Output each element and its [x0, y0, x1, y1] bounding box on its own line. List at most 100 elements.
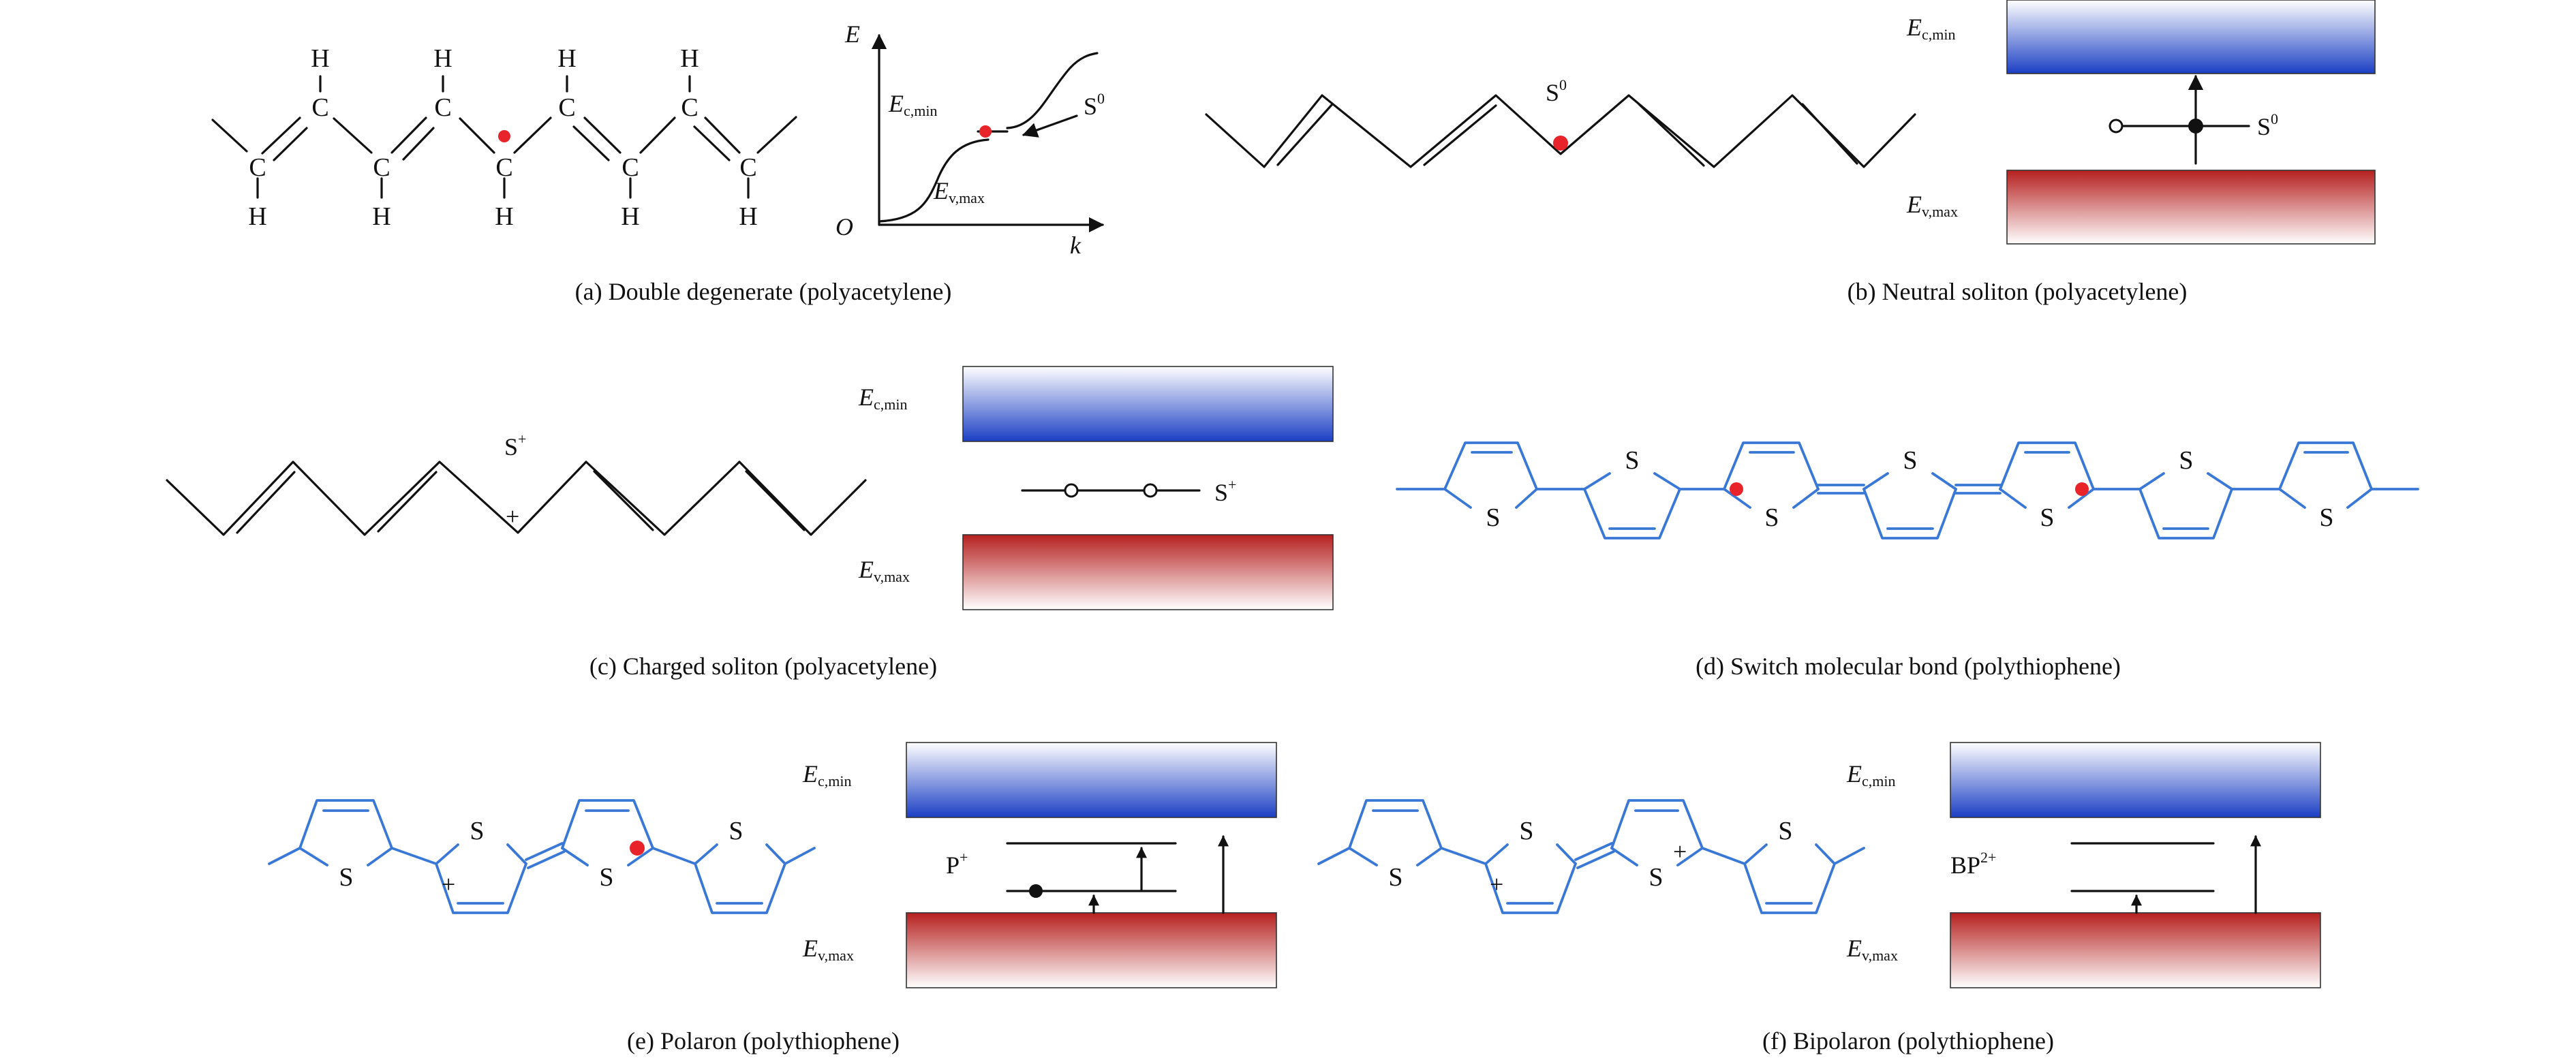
ev-label: Ev,max	[933, 177, 985, 206]
valence-band	[906, 912, 1277, 988]
conduction-band	[1950, 742, 2321, 818]
empty-state	[1064, 483, 1079, 498]
caption-a: (a) Double degenerate (polyacetylene)	[575, 278, 952, 305]
ev-label: Ev,max	[858, 556, 910, 585]
carbon-atom: C	[558, 93, 575, 122]
origin-label: O	[835, 213, 853, 240]
polythiophene-bipolaron-f: S S + S + S	[1317, 799, 1865, 914]
positive-charge-mark: +	[1673, 838, 1687, 865]
carbon-atom: C	[311, 93, 328, 122]
polythiophene-chain-d: S S S S	[1396, 441, 2419, 540]
sulfur-atom: S	[1625, 446, 1639, 475]
caption-b: (b) Neutral soliton (polyacetylene)	[1847, 278, 2188, 305]
sulfur-atom: S	[2040, 503, 2054, 532]
band-dispersion-plot: E k O Ec,min Ev,max S0	[835, 20, 1105, 259]
polyacetylene-structure-a: C C C C C C C C C H H H H H H H H H	[211, 44, 797, 231]
radical-dot	[2075, 482, 2089, 496]
polaron-label: P+	[946, 849, 968, 879]
panel-e: S S + S S Ec,min	[268, 742, 1277, 1055]
soliton-level-dot	[979, 125, 992, 138]
bipolaron-label: BP2+	[1950, 849, 1996, 879]
sulfur-atom: S	[1519, 817, 1533, 845]
sulfur-atom: S	[2319, 503, 2333, 532]
positive-charge-mark: +	[442, 871, 455, 898]
caption-d: (d) Switch molecular bond (polythiophene…	[1696, 653, 2121, 680]
hydrogen-atom: H	[621, 202, 639, 231]
caption-c: (c) Charged soliton (polyacetylene)	[589, 653, 937, 680]
carbon-atom-labels: C C C C C C C C C	[249, 93, 756, 182]
sulfur-atom: S	[1764, 503, 1779, 532]
polyacetylene-chain-b: S0	[1205, 76, 1916, 168]
conduction-band	[906, 742, 1277, 818]
ev-label: Ev,max	[1906, 191, 1958, 220]
valence-band	[1950, 912, 2321, 988]
hydrogen-atom: H	[495, 202, 513, 231]
band-diagram-b: Ec,min Ev,max S0	[1906, 0, 2376, 245]
sulfur-atom: S	[1486, 503, 1500, 532]
ev-label: Ev,max	[1846, 935, 1898, 964]
ec-label: Ec,min	[1906, 14, 1956, 43]
band-diagram-e: Ec,min Ev,max P+	[802, 742, 1277, 988]
filled-state	[1029, 884, 1043, 898]
conduction-band	[962, 366, 1334, 442]
sulfur-atom: S	[470, 817, 484, 845]
panel-a: C C C C C C C C C H H H H H H H H H	[211, 20, 1105, 305]
energy-axis-label: E	[844, 20, 860, 48]
s0-label: S0	[2257, 110, 2278, 140]
panel-f: S S + S + S Ec,min	[1317, 742, 2321, 1055]
radical-dot	[630, 841, 645, 856]
carbon-atom: C	[495, 153, 512, 182]
s0-pointer-arrow	[1022, 114, 1078, 138]
hydrogen-atom: H	[557, 44, 576, 73]
valence-band	[962, 534, 1334, 610]
panel-c: S+ + Ec,min Ev,max S+ (c) Charged solito…	[166, 366, 1334, 680]
panel-d: S S S S	[1396, 441, 2419, 680]
caption-f: (f) Bipolaron (polythiophene)	[1762, 1027, 2054, 1055]
s0-label: S0	[1546, 76, 1567, 106]
empty-state	[2109, 119, 2123, 134]
radical-dot	[1553, 136, 1568, 151]
wavevector-axis-label: k	[1070, 232, 1082, 259]
polyacetylene-chain-c: S+ +	[166, 431, 867, 536]
sulfur-atom: S	[1903, 446, 1917, 475]
sulfur-atom: S	[729, 817, 743, 845]
carbon-atom: C	[434, 93, 451, 122]
sulfur-atom: S	[599, 863, 613, 892]
empty-state	[1143, 483, 1158, 498]
valence-band	[2006, 170, 2376, 245]
s-plus-label: S+	[1214, 476, 1236, 506]
ec-label: Ec,min	[802, 760, 852, 790]
carbon-atom: C	[622, 153, 639, 182]
ec-label: Ec,min	[888, 90, 938, 119]
caption-e: (e) Polaron (polythiophene)	[627, 1027, 900, 1055]
band-diagram-c: Ec,min Ev,max S+	[858, 366, 1334, 610]
carbon-atom: C	[739, 153, 756, 182]
hydrogen-atom-labels: H H H H H H H H H	[248, 44, 757, 231]
hydrogen-atom: H	[248, 202, 266, 231]
conduction-band-curve	[1006, 52, 1099, 129]
band-diagram-f: Ec,min Ev,max BP2+	[1846, 742, 2321, 988]
conduction-band	[2006, 0, 2376, 74]
hydrogen-atom: H	[739, 202, 757, 231]
sulfur-atom: S	[1778, 817, 1792, 845]
valence-band-curve	[878, 138, 990, 223]
positive-charge-mark: +	[1490, 871, 1503, 898]
hydrogen-atom: H	[372, 202, 390, 231]
ec-label: Ec,min	[858, 384, 908, 413]
sulfur-atom: S	[2179, 446, 2193, 475]
sulfur-atom: S	[1649, 863, 1663, 892]
hydrogen-atom: H	[680, 44, 699, 73]
ev-label: Ev,max	[802, 935, 854, 964]
s-plus-label: S+	[504, 431, 526, 460]
sulfur-atom: S	[1388, 863, 1402, 892]
hydrogen-atom: H	[433, 44, 452, 73]
s0-label: S0	[1084, 90, 1105, 120]
panel-b: S0 Ec,min Ev,max S0 (b) Neutral soliton …	[1205, 0, 2376, 305]
hydrogen-atom: H	[311, 44, 329, 73]
ec-label: Ec,min	[1846, 760, 1896, 790]
radical-dot	[1730, 482, 1743, 496]
positive-charge-mark: +	[506, 503, 519, 530]
radical-dot	[498, 130, 510, 142]
sulfur-atom: S	[339, 863, 353, 892]
